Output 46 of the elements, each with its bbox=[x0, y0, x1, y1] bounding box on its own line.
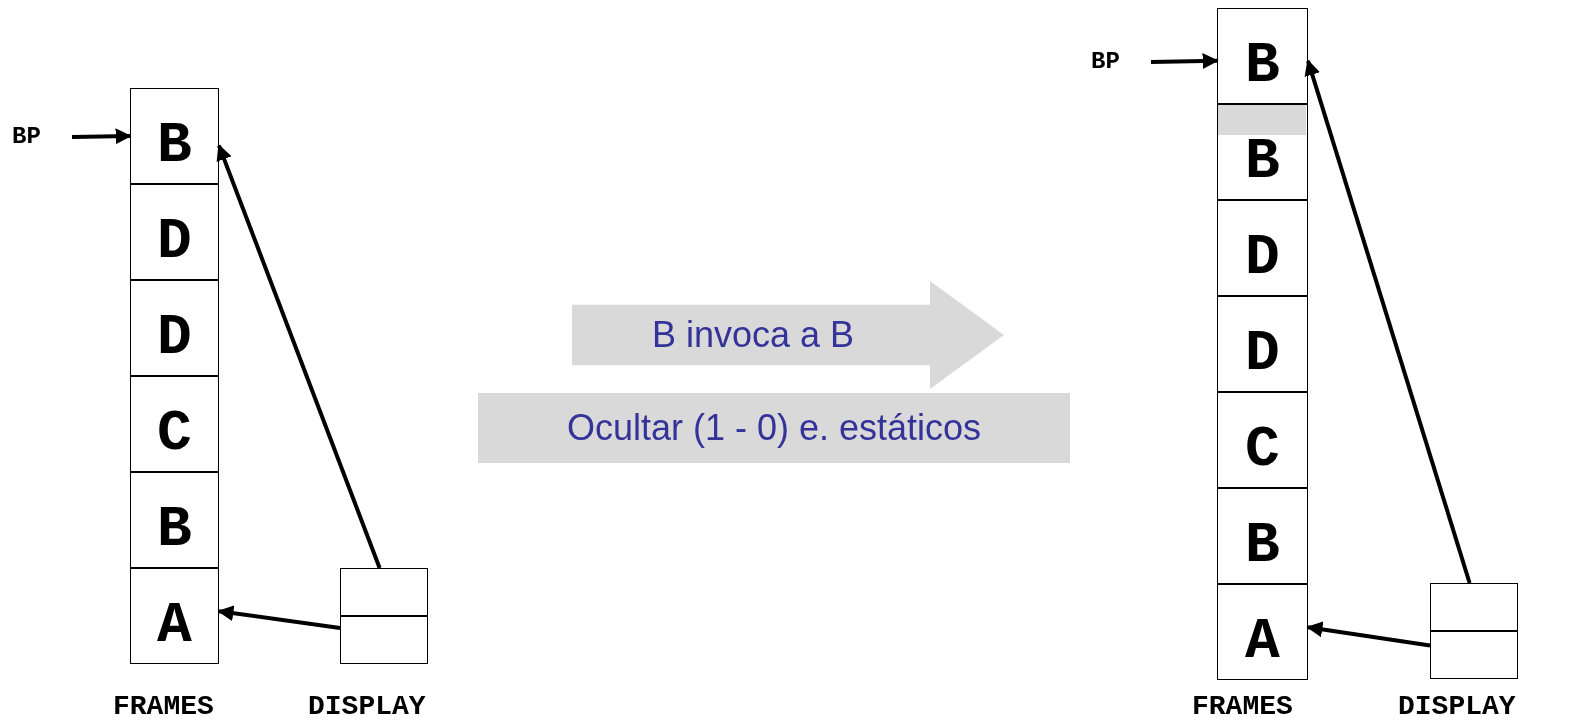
cell-letter: C bbox=[1245, 421, 1280, 484]
stack-cell bbox=[1217, 296, 1308, 392]
cell-letter: C bbox=[157, 405, 192, 468]
cell-letter: B bbox=[1245, 517, 1280, 580]
column-label: FRAMES bbox=[1192, 692, 1293, 722]
stack-cell bbox=[130, 376, 219, 472]
cell-letter: B bbox=[1245, 133, 1280, 196]
column-label: FRAMES bbox=[113, 692, 214, 722]
cell-letter: B bbox=[157, 501, 192, 564]
column-label: DISPLAY bbox=[1398, 692, 1516, 722]
cell-letter: A bbox=[157, 597, 192, 660]
column-label: DISPLAY bbox=[308, 692, 426, 722]
stack-cell bbox=[130, 568, 219, 664]
arrow-caption: B invoca a B bbox=[651, 314, 855, 356]
pointer-label: BP bbox=[1091, 48, 1151, 76]
highlight-bar bbox=[1218, 105, 1306, 135]
cell-letter: D bbox=[1245, 325, 1280, 388]
stack-cell bbox=[130, 472, 219, 568]
arrow bbox=[216, 144, 382, 569]
cell-letter: D bbox=[157, 213, 192, 276]
cell-letter: A bbox=[1245, 613, 1280, 676]
display-cell bbox=[340, 616, 428, 664]
arrow bbox=[1306, 621, 1431, 648]
display-cell bbox=[340, 568, 428, 616]
note-band: Ocultar (1 - 0) e. estáticos bbox=[478, 393, 1070, 463]
cell-letter: B bbox=[157, 117, 192, 180]
cell-letter: D bbox=[1245, 229, 1280, 292]
cell-letter: B bbox=[1245, 37, 1280, 100]
arrow bbox=[1304, 59, 1472, 584]
stack-cell bbox=[130, 88, 219, 184]
stack-cell bbox=[130, 280, 219, 376]
arrow bbox=[1150, 53, 1219, 70]
cell-letter: D bbox=[157, 309, 192, 372]
stack-cell bbox=[130, 184, 219, 280]
stack-cell bbox=[1217, 584, 1308, 680]
stack-cell bbox=[1217, 200, 1308, 296]
arrow bbox=[71, 128, 132, 145]
arrow bbox=[217, 605, 341, 630]
stack-cell bbox=[1217, 488, 1308, 584]
stack-cell bbox=[1217, 392, 1308, 488]
block-arrow bbox=[572, 281, 1004, 389]
pointer-label: BP bbox=[12, 123, 72, 151]
stack-cell bbox=[1217, 104, 1308, 200]
display-cell bbox=[1430, 583, 1518, 631]
stack-cell bbox=[1217, 8, 1308, 104]
display-cell bbox=[1430, 631, 1518, 679]
